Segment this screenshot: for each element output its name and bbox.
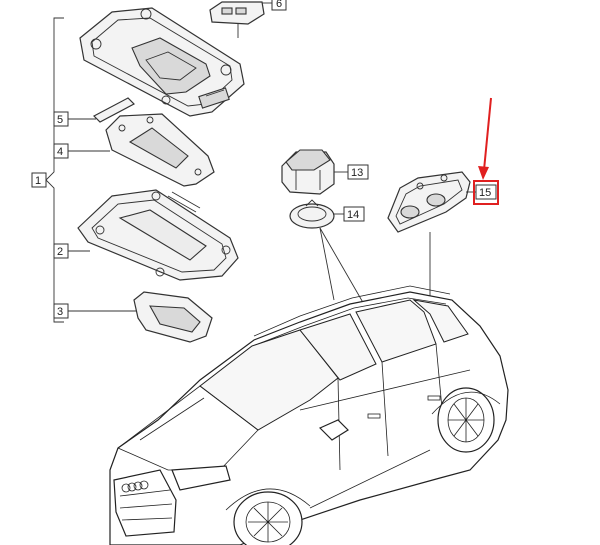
rear-light-housing (387, 171, 471, 233)
svg-text:13: 13 (351, 167, 363, 179)
housing-frame (77, 189, 239, 281)
svg-text:6: 6 (276, 0, 282, 10)
svg-text:4: 4 (57, 146, 63, 158)
callout-6: 6 (262, 0, 287, 11)
front-wheel (233, 491, 303, 545)
arrow-head-icon (478, 166, 489, 180)
callout-1: 1 (31, 172, 47, 188)
trim-strip (93, 97, 135, 123)
group-bracket (45, 17, 64, 323)
overhead-console-frame (79, 7, 245, 117)
rear-wheel (437, 387, 495, 453)
callout-13: 13 (334, 164, 369, 180)
cover-panel (105, 113, 215, 187)
grab-handle (133, 291, 213, 343)
callout-14: 14 (334, 206, 365, 222)
vehicle-illustration (109, 285, 509, 545)
svg-text:1: 1 (35, 175, 41, 187)
callout-2: 2 (53, 243, 90, 259)
lamp-unit (281, 149, 335, 195)
callout-5: 5 (53, 111, 96, 127)
brand-rings-icon (121, 480, 149, 493)
switch-module (209, 1, 265, 38)
highlight-marker (473, 97, 499, 205)
lens-ring (289, 199, 335, 229)
svg-text:14: 14 (347, 209, 359, 221)
callout-3: 3 (53, 303, 136, 319)
svg-text:3: 3 (57, 306, 63, 318)
svg-text:2: 2 (57, 246, 63, 258)
svg-text:5: 5 (57, 114, 63, 126)
svg-text:15: 15 (479, 187, 491, 199)
highlight-box (473, 180, 499, 205)
highlight-arrow (483, 97, 492, 171)
callout-15: 15 (466, 184, 497, 200)
callout-4: 4 (53, 143, 110, 159)
